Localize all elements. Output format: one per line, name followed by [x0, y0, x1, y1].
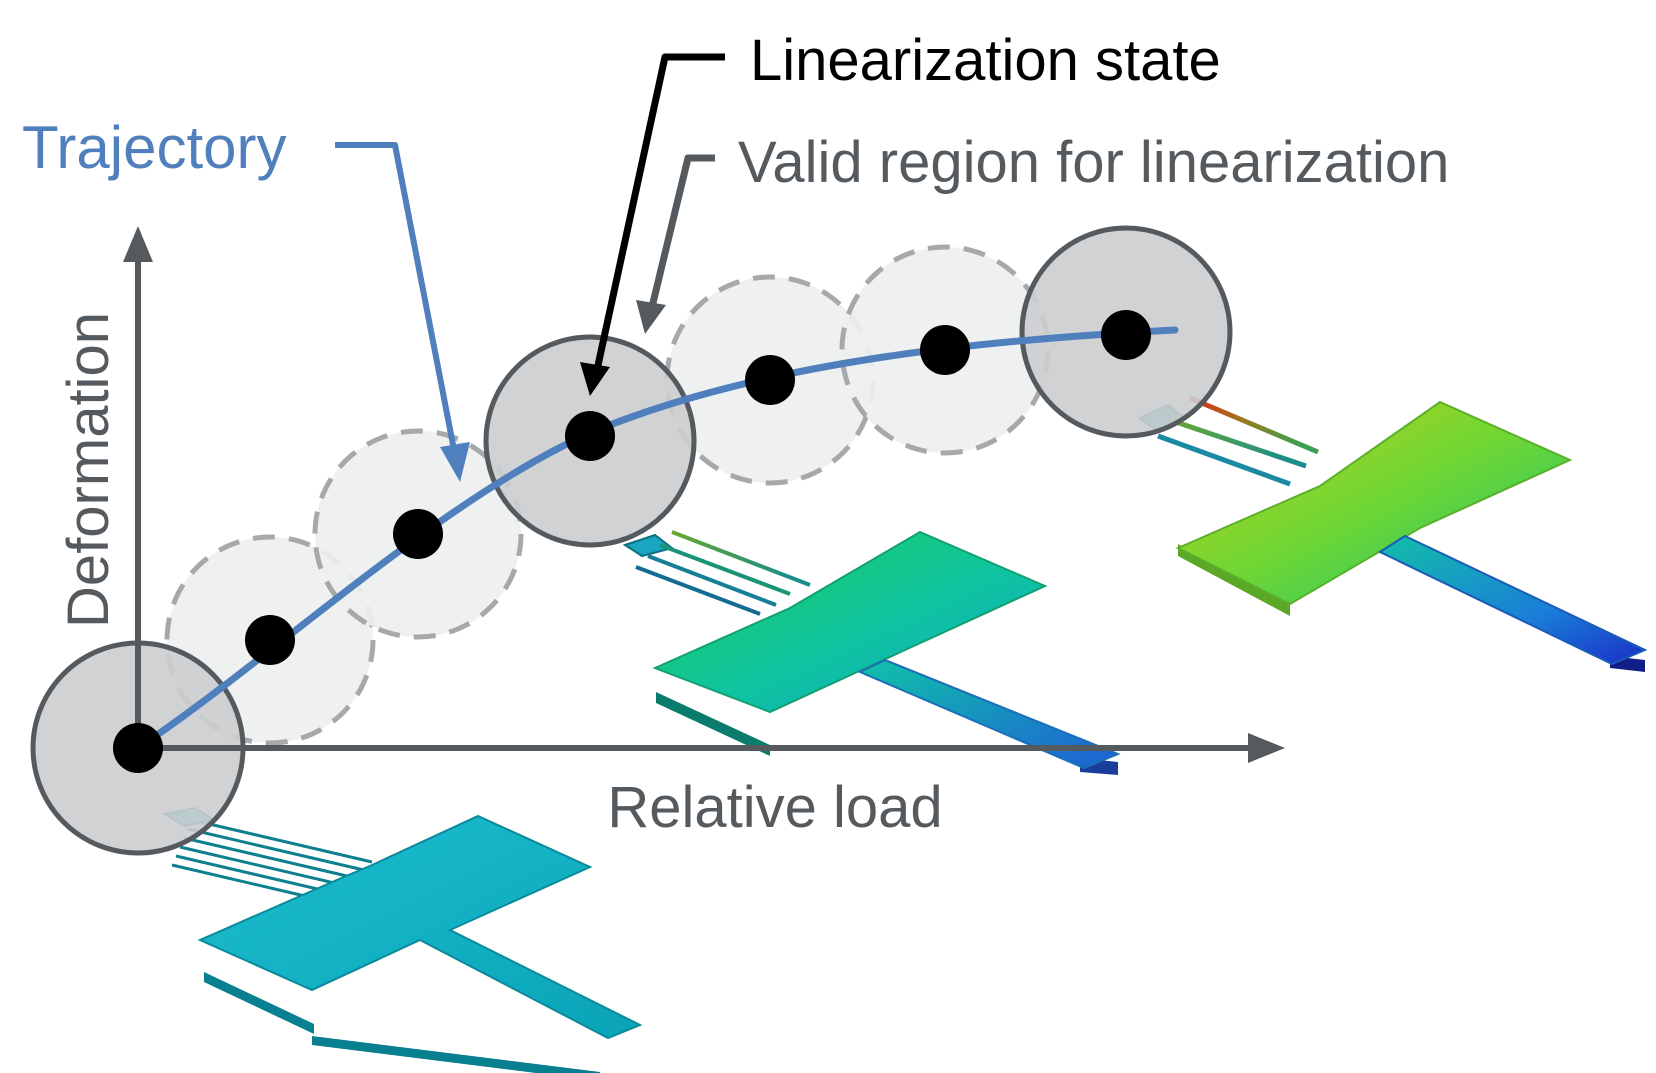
point-linearization-state-end — [1101, 310, 1151, 360]
device-initial-body — [197, 814, 643, 1040]
device-initial-arm-side — [312, 1036, 600, 1073]
device-end-spring — [1157, 395, 1319, 487]
device-render-final-state — [1138, 395, 1648, 672]
linearization-state-label: Linearization state — [750, 28, 1221, 93]
trajectory-callout-arrow — [335, 142, 470, 482]
valid-region-callout-arrow — [636, 154, 715, 334]
x-axis-arrowhead — [1248, 733, 1285, 763]
point-intermediate-3 — [745, 355, 795, 405]
device-render-middle-state — [622, 530, 1121, 775]
device-render-initial-state — [162, 806, 643, 1073]
linearization-state-callout-arrow — [580, 53, 725, 396]
point-intermediate-4 — [920, 325, 970, 375]
x-axis-label: Relative load — [607, 775, 942, 840]
device-mid-spring — [635, 530, 811, 616]
device-initial-base-side — [204, 972, 314, 1034]
y-axis-label: Deformation — [56, 312, 121, 628]
device-mid-body — [652, 530, 1048, 714]
y-axis-arrowhead — [123, 226, 153, 262]
trajectory-label: Trajectory — [22, 114, 287, 181]
valid-region-label: Valid region for linearization — [738, 130, 1449, 195]
device-mid-arm — [857, 658, 1121, 770]
device-mid-base-side — [656, 692, 770, 756]
device-end-body — [1175, 400, 1573, 606]
device-end-arm — [1377, 534, 1648, 666]
point-linearization-state-middle — [565, 411, 615, 461]
linearization-state-valid-regions — [30, 225, 1233, 856]
point-linearization-state-start — [113, 723, 163, 773]
trajectory-sample-points — [113, 310, 1151, 773]
point-intermediate-2 — [393, 509, 443, 559]
point-intermediate-1 — [245, 615, 295, 665]
device-initial-spring — [171, 818, 373, 909]
axes — [123, 226, 1285, 763]
